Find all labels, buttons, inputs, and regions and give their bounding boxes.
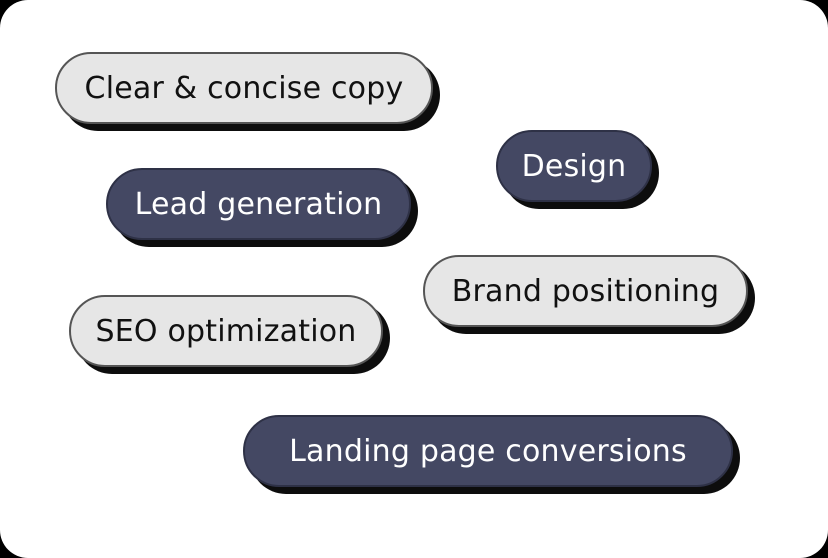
tag-label: Landing page conversions <box>289 433 687 469</box>
tag-label: Brand positioning <box>451 273 720 309</box>
tag-lead-generation: Lead generation <box>106 168 411 240</box>
tag-clear-concise-copy: Clear & concise copy <box>55 52 433 124</box>
tag-label: SEO optimization <box>95 313 357 349</box>
tag-label: Design <box>521 148 627 184</box>
tag-label: Lead generation <box>134 186 383 222</box>
tag-brand-positioning: Brand positioning <box>423 255 748 327</box>
tag-seo-optimization: SEO optimization <box>69 295 383 367</box>
tag-design: Design <box>496 130 652 202</box>
tag-landing-page-conversions: Landing page conversions <box>243 415 733 487</box>
tag-label: Clear & concise copy <box>84 70 404 106</box>
